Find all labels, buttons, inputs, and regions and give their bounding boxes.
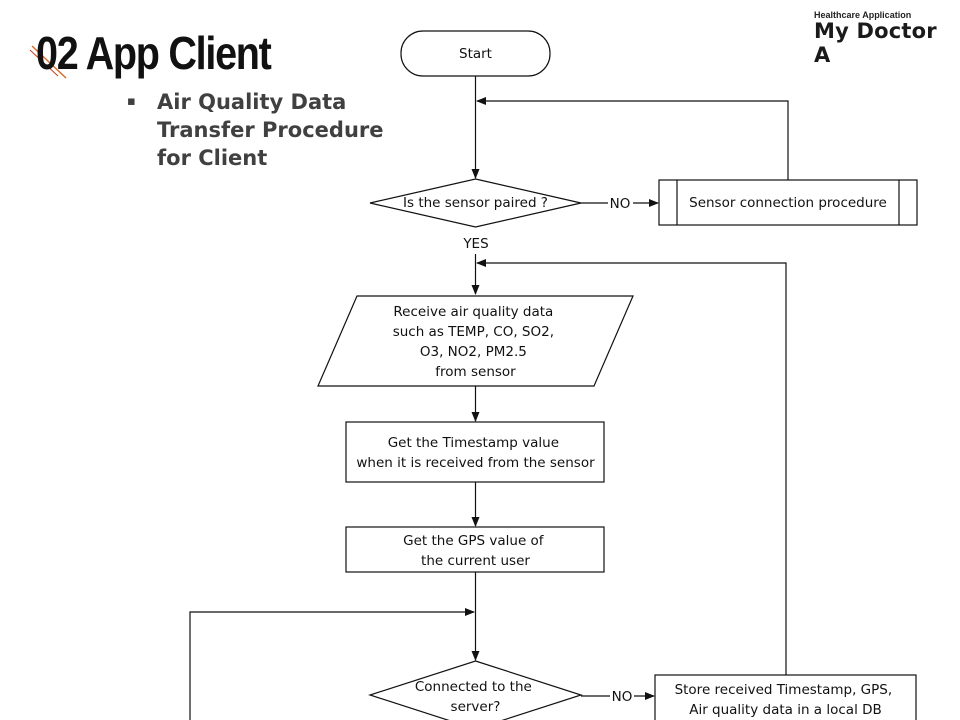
sensor-connection-label: Sensor connection procedure — [689, 195, 887, 211]
yes-label: YES — [462, 236, 488, 252]
bullet-icon: ▪ — [127, 94, 136, 109]
sensor-connection-process — [658, 179, 918, 226]
timestamp-process — [345, 421, 605, 483]
store-local-process — [654, 674, 917, 720]
page-title: 02 App Client — [36, 27, 272, 79]
receive-data-io — [317, 295, 634, 387]
no-label: NO — [610, 196, 631, 212]
gps-label: Get the GPS value of the current user — [403, 533, 548, 569]
no-label: NO — [612, 689, 633, 705]
decision-sensor-paired-label: Is the sensor paired ? — [403, 195, 548, 211]
subtitle-block: ▪ Air Quality Data Transfer Procedure fo… — [127, 88, 407, 172]
decision-server-connected — [368, 660, 583, 720]
store-loop-connector — [476, 259, 787, 675]
gps-process — [345, 526, 605, 573]
left-loop-connector — [189, 608, 475, 720]
subtitle-line: Air Quality Data — [157, 90, 347, 114]
loop-back-connector — [476, 97, 789, 180]
subtitle-line: Transfer Procedure — [157, 118, 384, 142]
subtitle-line: for Client — [157, 146, 268, 170]
store-local-label: Store received Timestamp, GPS, Air quali… — [675, 682, 897, 718]
decision-server-label: Connected to the server? — [415, 679, 536, 715]
decision-sensor-paired — [369, 178, 582, 228]
title-slash-decoration — [29, 45, 67, 79]
receive-data-label: Receive air quality data such as TEMP, C… — [393, 304, 559, 380]
brand-name: My Doctor A — [814, 19, 937, 67]
brand-subtitle: Healthcare Application — [814, 10, 912, 20]
timestamp-label: Get the Timestamp value when it is recei… — [356, 435, 595, 471]
start-label: Start — [459, 46, 492, 62]
